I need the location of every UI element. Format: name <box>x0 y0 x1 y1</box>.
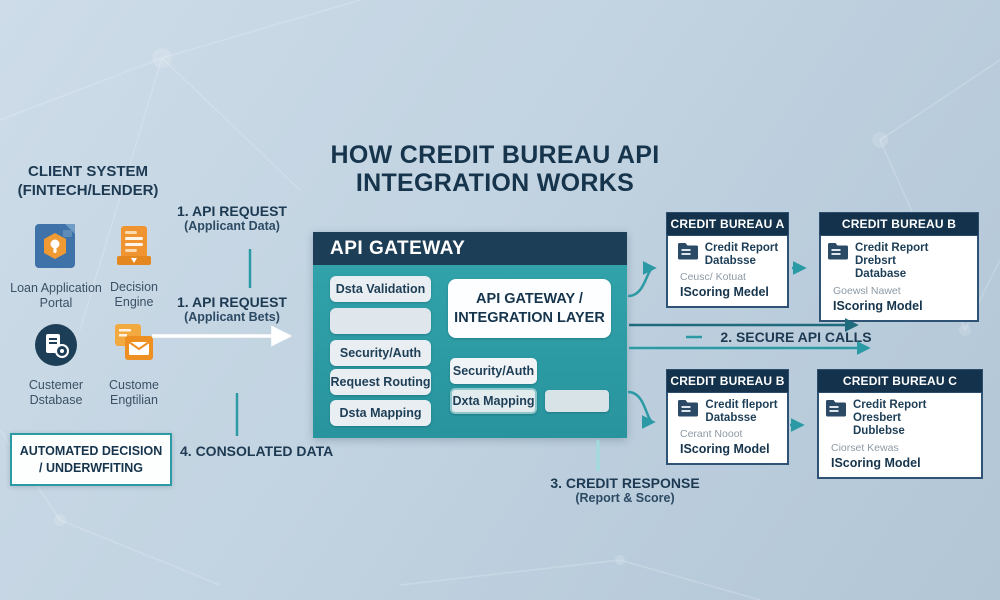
page-title: HOW CREDIT BUREAU API INTEGRATION WORKS <box>300 141 690 197</box>
arrow-gateway-to-bureau-a <box>627 261 657 298</box>
bureau-scoring-model: IScoring Model <box>831 455 921 470</box>
decision-engine-icon <box>111 224 157 275</box>
credit-bureau-b-card-bottom: CREDIT BUREAU B Credit fleport Databsse … <box>666 369 789 466</box>
folder-icon <box>677 242 699 265</box>
title-line1: HOW CREDIT BUREAU API <box>330 141 660 169</box>
folder-icon <box>825 399 847 422</box>
bureau-header: CREDIT BUREAU B <box>666 369 789 393</box>
client-item-customer-database: Custemer Dstabase <box>6 322 106 408</box>
arrow-gateway-to-bureau-b2 <box>627 390 656 429</box>
credit-bureau-b-card-top: CREDIT BUREAU B Credit Report Drebsrt Da… <box>819 212 979 322</box>
bureau-database-label: Credit fleport Databsse <box>705 399 778 425</box>
loan-application-portal-icon <box>31 221 81 276</box>
bureau-database-label: Credit Report Drebsrt Database <box>855 242 929 281</box>
client-item-label: Custome Engtilian <box>108 378 160 407</box>
gateway-box-security-auth: Security/Auth <box>330 340 431 366</box>
gateway-box-empty <box>330 308 431 334</box>
customer-database-icon <box>33 322 79 373</box>
step1b-api-request-label: 1. API REQUEST (Applicant Bets) <box>177 294 287 324</box>
bureau-scoring-model: IScoring Model <box>833 298 923 313</box>
folder-icon <box>827 242 849 265</box>
step1-api-request-label: 1. API REQUEST (Applicant Data) <box>177 203 287 233</box>
customer-engagement-icon <box>111 322 157 373</box>
client-heading-line1: CLIENT SYSTEM <box>27 163 148 180</box>
bureau-subtext: Cerant Nooot <box>680 428 743 441</box>
client-item-label: Decision Engine <box>110 280 158 309</box>
gateway-box-data-mapping: Dsta Mapping <box>330 400 431 426</box>
integration-layer-box: API GATEWAY / INTEGRATION LAYER <box>448 279 611 338</box>
bureau-header: CREDIT BUREAU B <box>819 212 979 236</box>
title-line2: INTEGRATION WORKS <box>355 168 635 197</box>
gateway-box-security-auth-2: Security/Auth <box>450 358 537 384</box>
client-item-loan-portal: Loan Application Portal <box>6 221 106 311</box>
bureau-subtext: Goewsl Nawet <box>833 284 901 297</box>
credit-bureau-a-card: CREDIT BUREAU A Credit Report Databsse C… <box>666 212 789 309</box>
credit-bureau-c-card: CREDIT BUREAU C Credit Report Oresbert D… <box>817 369 983 479</box>
client-item-decision-engine: Decision Engine <box>100 224 168 310</box>
step3-credit-response-label: 3. CREDIT RESPONSE (Report & Score) <box>550 475 700 505</box>
bureau-header: CREDIT BUREAU C <box>817 369 983 393</box>
bureau-database-label: Credit Report Databsse <box>704 242 779 268</box>
gateway-box-data-validation: Dsta Validation <box>330 276 431 302</box>
gateway-box-request-routing: Request Routing <box>330 369 431 395</box>
step4-consolidated-data-label: 4. CONSOLATED DATA <box>180 443 334 459</box>
client-item-label: Loan Application Portal <box>10 281 102 310</box>
api-gateway-header: API GATEWAY <box>313 232 627 265</box>
bureau-scoring-model: IScoring Model <box>680 442 770 457</box>
bureau-scoring-model: IScoring Medel <box>680 285 769 300</box>
step2-secure-api-calls-label: 2. SECURE API CALLS <box>720 329 872 345</box>
bureau-subtext: Ciorset Kewas <box>831 441 899 454</box>
bureau-database-label: Credit Report Oresbert Dublebse <box>853 399 927 438</box>
automated-decision-box: AUTOMATED DECISION / UNDERWFITING <box>10 433 172 486</box>
bureau-header: CREDIT BUREAU A <box>666 212 789 236</box>
bureau-subtext: Ceusc/ Kotuat <box>680 271 746 284</box>
gateway-box-empty-2 <box>545 390 609 412</box>
client-item-label: Custemer Dstabase <box>28 378 84 407</box>
client-heading-line2: (FINTECH/LENDER) <box>17 181 159 199</box>
client-item-customer-engagement: Custome Engtilian <box>100 322 168 408</box>
api-gateway-body: Dsta Validation Security/Auth Request Ro… <box>313 265 627 438</box>
folder-icon <box>677 399 699 422</box>
gateway-box-data-mapping-2: Dxta Mapping <box>450 388 537 414</box>
client-system-heading: CLIENT SYSTEM (FINTECH/LENDER) <box>0 163 176 201</box>
api-gateway-panel: API GATEWAY Dsta Validation Security/Aut… <box>313 232 627 438</box>
